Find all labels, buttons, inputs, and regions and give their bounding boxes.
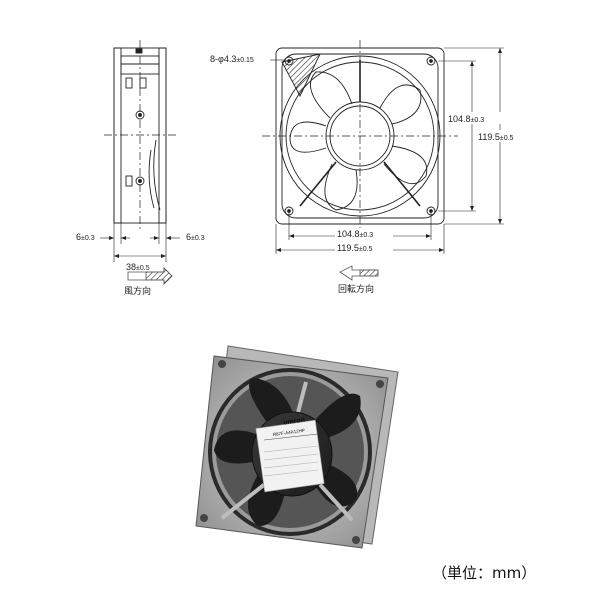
- dim-pitch-vertical: 104.8±0.3: [448, 114, 484, 124]
- dim-size-horizontal: 119.5±0.5: [337, 243, 373, 253]
- side-view: [100, 40, 180, 262]
- mounting-holes: [284, 56, 436, 216]
- rotation-arrow-icon: [339, 265, 379, 281]
- unit-note: （単位：mm）: [432, 564, 537, 582]
- dim-flange-right: 6±0.3: [186, 232, 205, 242]
- photo-brand-label: omron: [283, 417, 306, 427]
- photo-model-label: R87F-A4A12HP: [273, 428, 306, 437]
- dim-size-vertical: 119.5±0.5: [478, 132, 514, 142]
- fan-photo: [195, 345, 399, 549]
- dim-depth: 38±0.5: [126, 262, 150, 272]
- side-flange-right: [158, 47, 167, 224]
- dim-mounting-holes: 8-φ4.3±0.15: [210, 54, 254, 64]
- airflow-arrow-icon: [127, 267, 173, 285]
- dim-pitch-horizontal: 104.8±0.3: [337, 229, 373, 239]
- airflow-label: 風方向: [124, 285, 151, 297]
- dim-flange-left: 6±0.3: [76, 232, 95, 242]
- rotation-label: 回転方向: [338, 283, 374, 295]
- front-view: [262, 40, 504, 254]
- side-flange-left: [113, 47, 122, 224]
